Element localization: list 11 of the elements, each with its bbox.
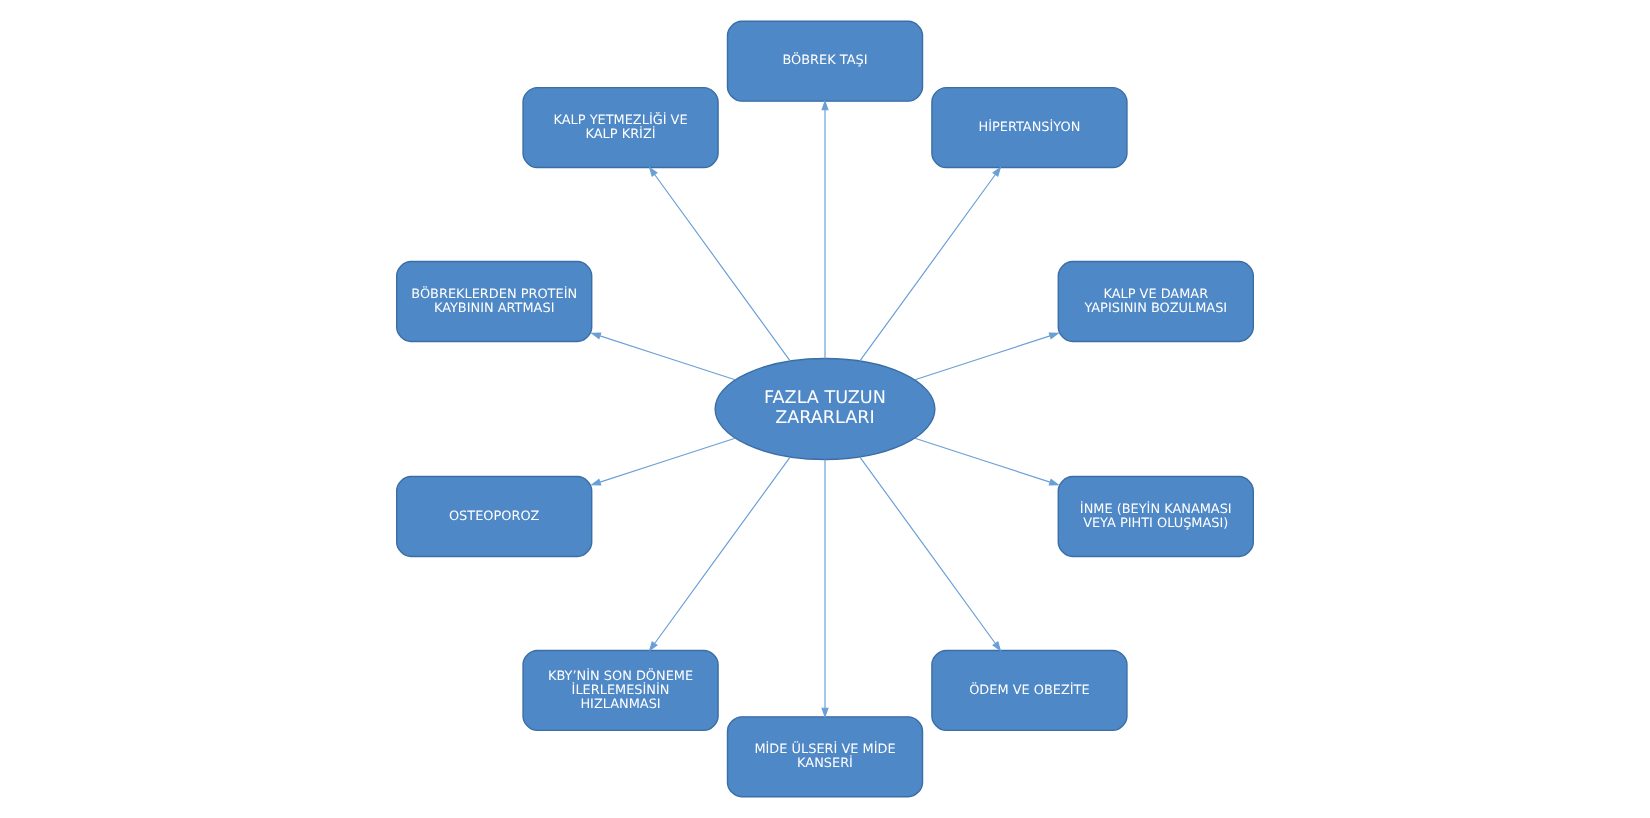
arrow <box>590 332 736 381</box>
arrow <box>821 459 829 719</box>
node-ellipse: FAZLA TUZUN ZARARLARI <box>714 357 936 461</box>
arrow <box>821 99 829 359</box>
arrow <box>648 456 791 652</box>
arrow <box>859 456 1002 652</box>
arrow <box>914 332 1060 381</box>
arrow <box>914 437 1060 486</box>
arrow <box>648 166 791 362</box>
arrow <box>590 437 736 486</box>
arrow <box>859 166 1002 362</box>
